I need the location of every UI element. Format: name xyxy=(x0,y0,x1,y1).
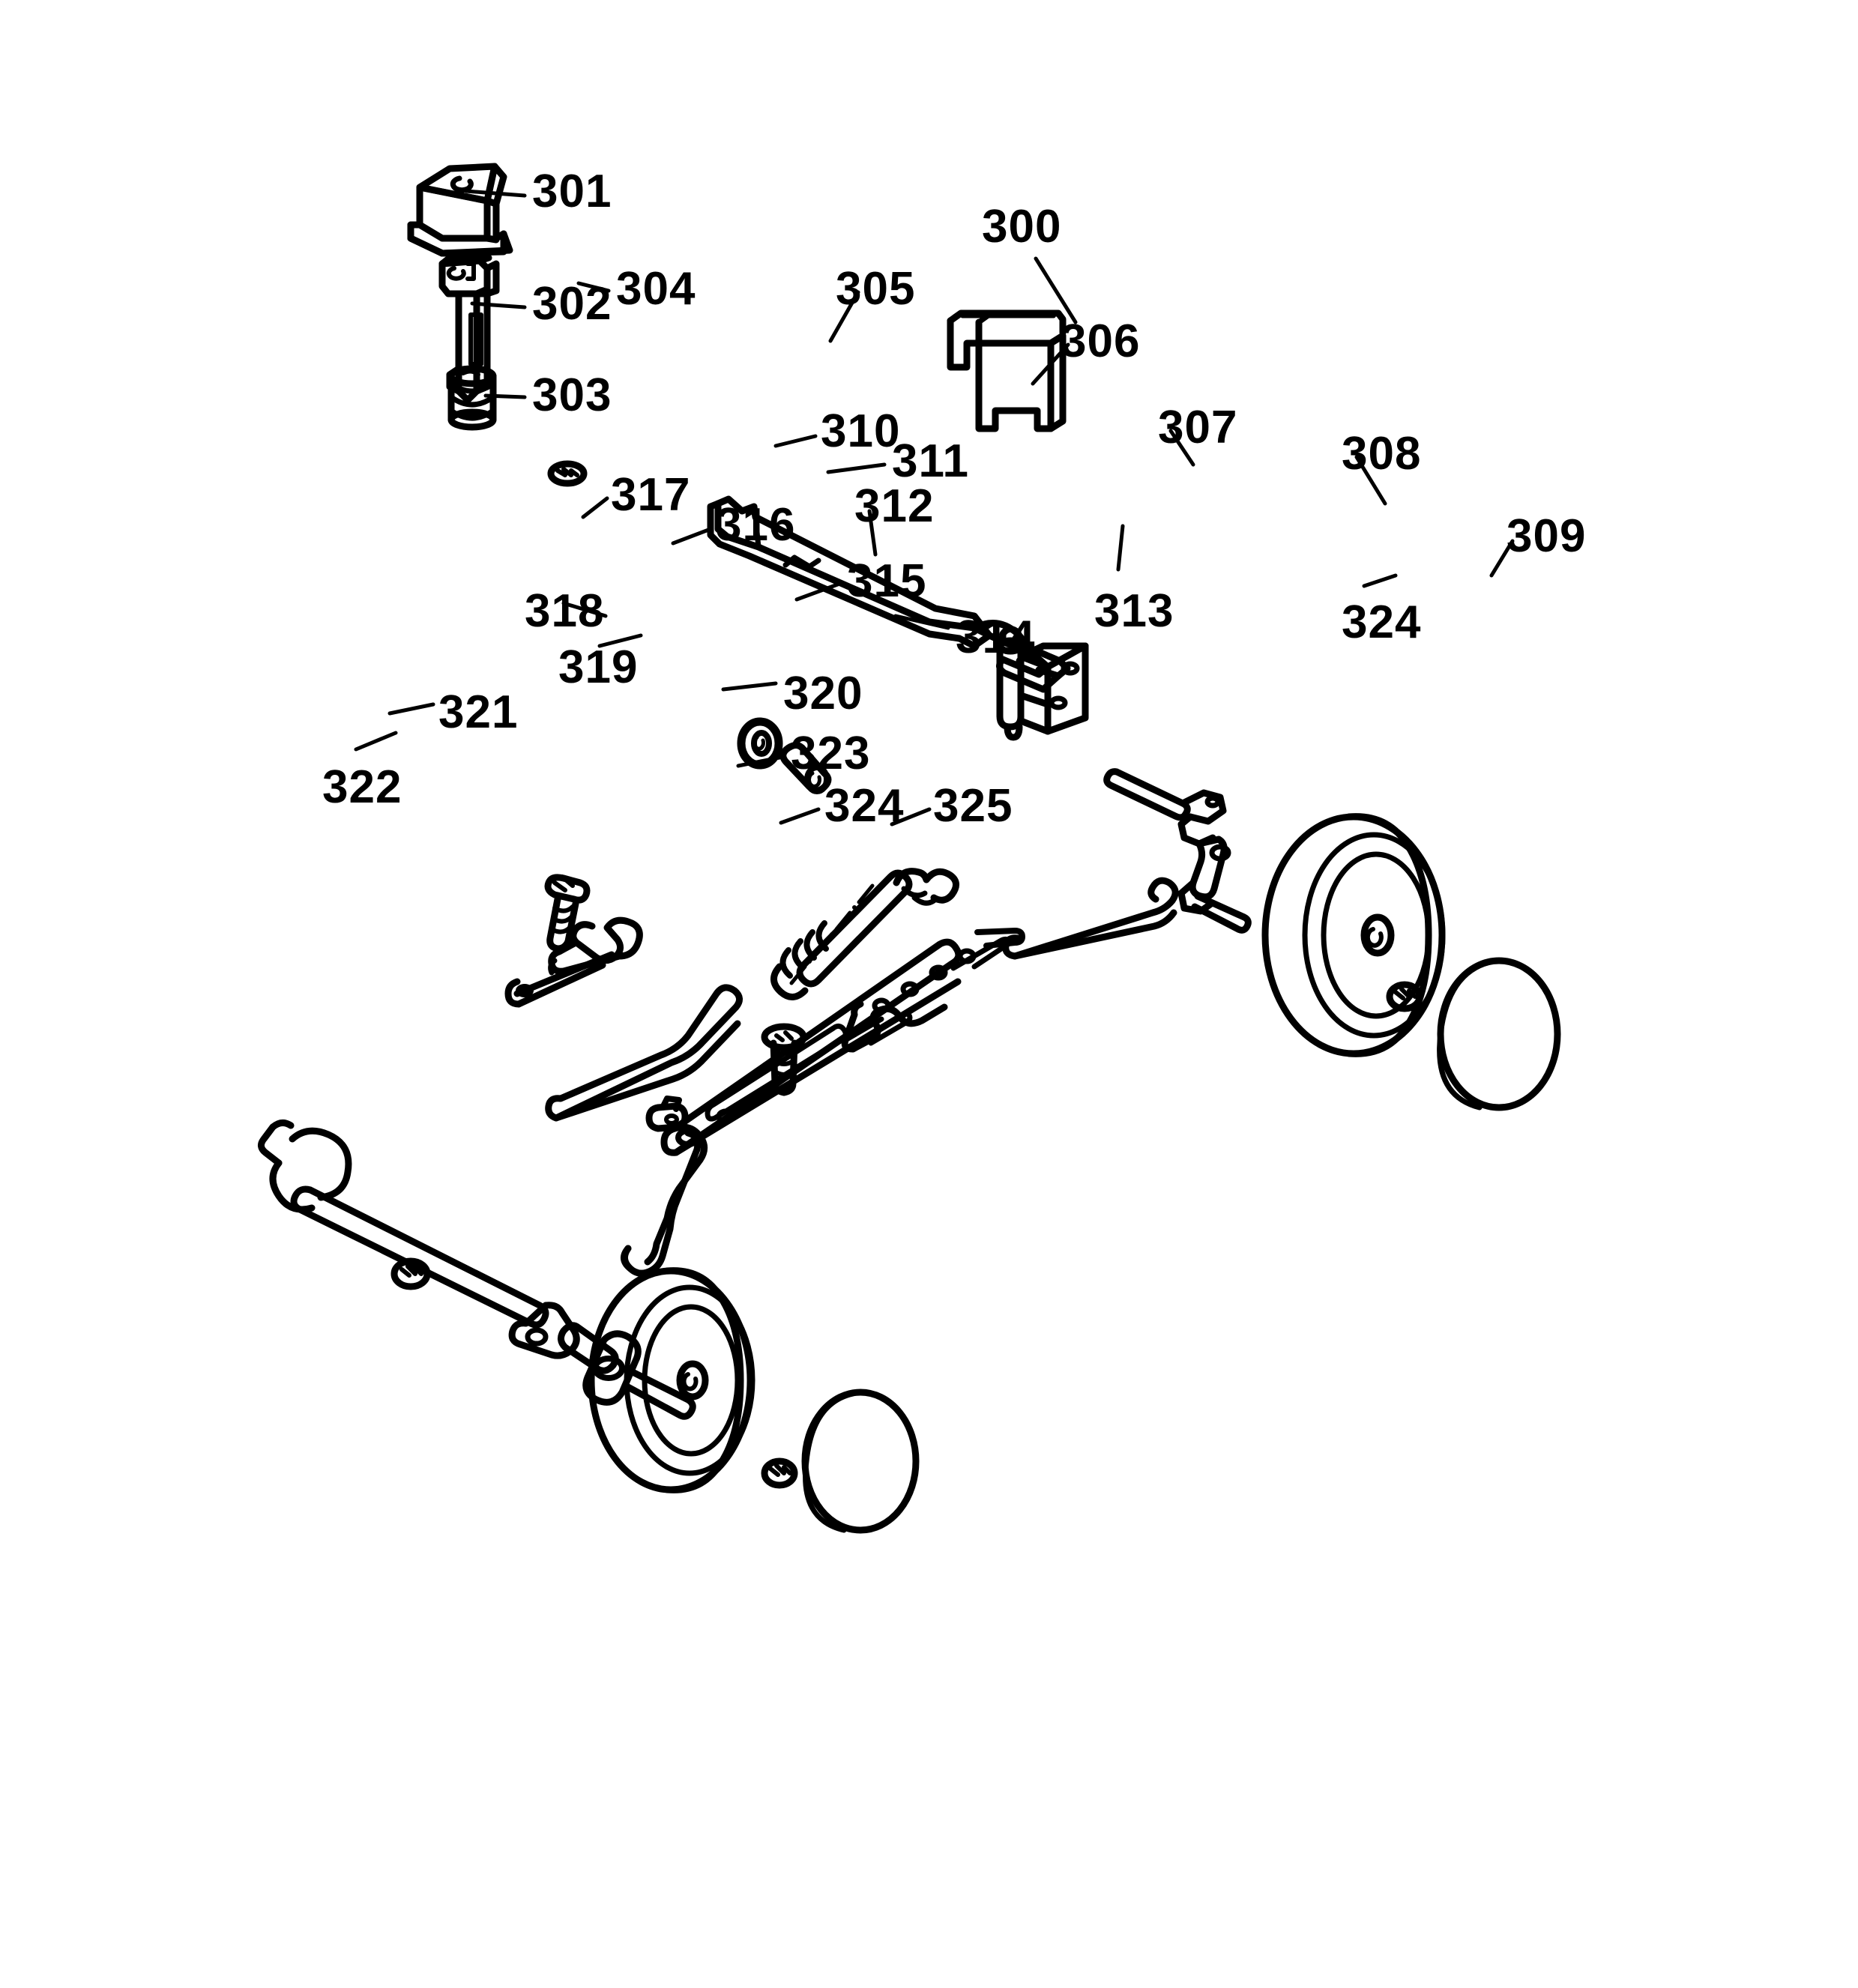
callout-317: 317 xyxy=(611,469,691,521)
callout-318: 318 xyxy=(525,585,605,637)
part-316-latch-pawl xyxy=(504,916,643,1008)
callout-303: 303 xyxy=(532,369,612,421)
part-317-self-tapping-screw xyxy=(544,874,591,952)
part-301-bumper-cap xyxy=(407,163,513,257)
leader-line-307 xyxy=(1168,429,1195,467)
part-318-link-rod xyxy=(545,984,743,1122)
callout-309: 309 xyxy=(1506,510,1587,562)
callout-325: 325 xyxy=(933,780,1013,832)
leader-line-301 xyxy=(464,189,527,198)
callout-315: 315 xyxy=(847,555,927,607)
part-320-spring-wire-link xyxy=(621,1123,708,1277)
part-304-push-nut xyxy=(547,460,588,487)
part-324-push-nut xyxy=(761,1457,798,1489)
leader-line-320 xyxy=(721,681,778,692)
part-314-height-adjust-arm xyxy=(660,928,1025,1156)
callout-324: 324 xyxy=(824,780,905,832)
callout-314: 314 xyxy=(956,611,1036,663)
part-311-rivet-pin xyxy=(779,742,832,794)
leader-line-310 xyxy=(773,434,818,448)
leader-line-312 xyxy=(867,509,878,557)
callout-323: 323 xyxy=(791,728,871,779)
part-300-deck-bracket xyxy=(947,309,1067,432)
callout-312: 312 xyxy=(854,480,935,532)
callout-300: 300 xyxy=(982,201,1062,253)
callout-310: 310 xyxy=(821,405,901,457)
part-315-machine-screw xyxy=(761,1023,807,1096)
callout-302: 302 xyxy=(532,278,612,330)
part-306-hinge-bracket xyxy=(996,626,1089,741)
leader-line-322 xyxy=(354,731,398,752)
callout-320: 320 xyxy=(783,668,863,719)
leader-line-302 xyxy=(470,301,527,309)
leader-line-314 xyxy=(893,614,950,630)
callout-319: 319 xyxy=(558,641,639,693)
part-324b-push-nut xyxy=(1386,981,1423,1012)
part-307-axle-spindle xyxy=(1103,768,1252,934)
callout-313: 313 xyxy=(1094,585,1174,637)
leader-line-300 xyxy=(1034,256,1078,324)
leader-line-309 xyxy=(1489,539,1515,578)
leader-line-316 xyxy=(671,527,713,546)
leader-line-324b xyxy=(1362,573,1398,588)
leader-line-304 xyxy=(576,281,611,293)
leader-line-311 xyxy=(826,462,887,474)
part-312-shaft-spring xyxy=(770,868,959,1000)
part-321-rear-axle-rod xyxy=(258,1120,696,1420)
leader-line-308 xyxy=(1354,455,1387,506)
leader-line-325 xyxy=(890,807,932,827)
part-323-rear-wheel xyxy=(588,1267,755,1493)
part-309-hubcap xyxy=(1437,957,1561,1111)
part-308-front-wheel xyxy=(1261,813,1446,1057)
leader-line-315 xyxy=(794,581,844,602)
leader-line-305 xyxy=(828,290,860,343)
leader-line-318 xyxy=(561,601,608,618)
leader-line-303 xyxy=(483,393,527,399)
callout-324b: 324 xyxy=(1342,596,1422,648)
part-303-compression-spring xyxy=(447,365,497,431)
leader-line-319 xyxy=(597,633,643,648)
leader-line-317 xyxy=(581,496,609,519)
callout-305: 305 xyxy=(836,263,916,315)
callout-322: 322 xyxy=(322,761,402,813)
callout-316: 316 xyxy=(716,499,796,551)
leader-line-324 xyxy=(779,807,821,825)
callout-308: 308 xyxy=(1342,428,1422,480)
callout-301: 301 xyxy=(532,166,612,217)
leader-line-321 xyxy=(387,702,435,716)
callout-307: 307 xyxy=(1158,402,1238,453)
callout-304: 304 xyxy=(616,263,696,315)
callout-306: 306 xyxy=(1061,315,1141,367)
part-310-flat-washer xyxy=(737,717,783,770)
part-325-rear-hubcap xyxy=(801,1389,920,1534)
leader-line-313 xyxy=(1116,524,1125,572)
leader-line-323 xyxy=(736,755,785,768)
leader-line-306 xyxy=(1031,342,1070,386)
part-322-push-nut xyxy=(390,1257,431,1290)
callout-321: 321 xyxy=(438,686,519,738)
callout-311: 311 xyxy=(892,435,970,487)
